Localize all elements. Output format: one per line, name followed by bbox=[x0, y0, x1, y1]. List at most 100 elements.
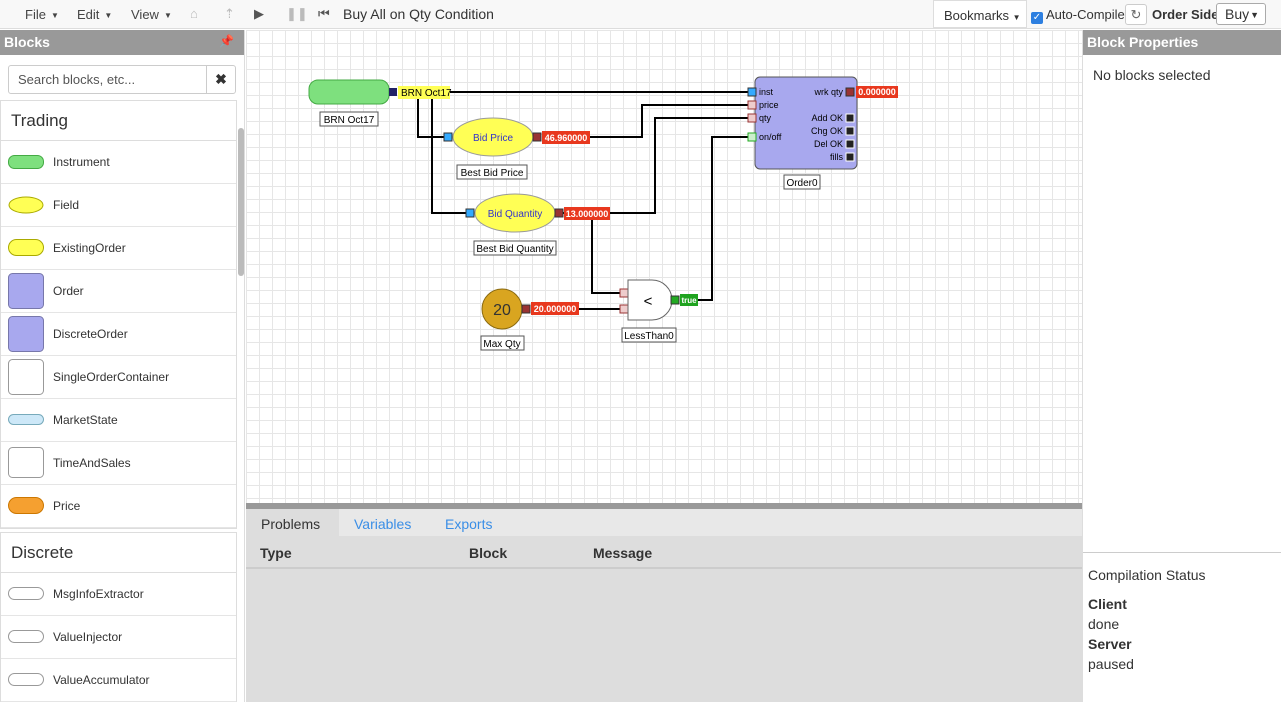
search-input[interactable]: Search blocks, etc... ✖ bbox=[8, 65, 236, 94]
order-fills-port[interactable] bbox=[845, 152, 855, 162]
order-qty-port[interactable] bbox=[747, 113, 757, 123]
block-item-timeandsales[interactable]: TimeAndSales bbox=[1, 442, 236, 485]
column-type[interactable]: Type bbox=[260, 545, 292, 561]
clear-search-button[interactable]: ✖ bbox=[206, 66, 235, 93]
instrument-icon bbox=[8, 155, 44, 169]
design-canvas[interactable]: BRN Oct17 BRN Oct17 Bid Price 46.960000 … bbox=[246, 30, 1082, 503]
pause-icon[interactable]: ❚❚ bbox=[286, 6, 308, 21]
file-menu[interactable]: File▼ bbox=[25, 7, 59, 22]
order-label: Order0 bbox=[786, 178, 818, 189]
chevron-down-icon: ▼ bbox=[1250, 10, 1259, 20]
lessthan-output-box bbox=[680, 294, 698, 306]
block-item-order[interactable]: Order bbox=[1, 270, 236, 313]
block-item-label: Field bbox=[53, 198, 80, 212]
panel-splitter[interactable] bbox=[246, 503, 1082, 509]
client-label: Client bbox=[1088, 596, 1127, 612]
no-blocks-text: No blocks selected bbox=[1093, 67, 1211, 83]
lessthan-input-port-a[interactable] bbox=[619, 288, 629, 298]
order-output-addok: Add OK bbox=[811, 113, 843, 123]
pin-icon[interactable]: 📌 bbox=[219, 34, 234, 48]
chevron-down-icon: ▼ bbox=[104, 11, 113, 21]
blocks-panel-header: Blocks 📌 bbox=[0, 30, 244, 55]
order-wrkqty-value: 0.000000 bbox=[858, 87, 896, 97]
block-item-instrument[interactable]: Instrument bbox=[1, 141, 236, 184]
category-discrete: Discrete MsgInfoExtractor ValueInjector … bbox=[0, 532, 237, 702]
bid-qty-input-port[interactable] bbox=[465, 208, 475, 218]
order-side-value: Buy bbox=[1225, 6, 1250, 22]
order-delok-port[interactable] bbox=[845, 139, 855, 149]
bid-qty-text: Bid Quantity bbox=[488, 209, 542, 220]
order-side-select[interactable]: Buy▼ bbox=[1216, 3, 1266, 25]
instrument-label: BRN Oct17 bbox=[324, 115, 375, 126]
blocks-scrollbar[interactable] bbox=[238, 128, 244, 276]
file-menu-label: File bbox=[25, 7, 46, 22]
compilation-status-title: Compilation Status bbox=[1088, 567, 1206, 583]
value-accumulator-icon bbox=[8, 673, 44, 686]
category-trading: Trading Instrument Field ExistingOrder O… bbox=[0, 100, 237, 529]
block-item-marketstate[interactable]: MarketState bbox=[1, 399, 236, 442]
order-onoff-port[interactable] bbox=[747, 132, 757, 142]
bid-price-text: Bid Price bbox=[473, 133, 513, 144]
view-menu[interactable]: View▼ bbox=[131, 7, 172, 22]
column-block[interactable]: Block bbox=[469, 545, 508, 561]
price-icon bbox=[8, 497, 44, 514]
play-icon[interactable]: ▶ bbox=[254, 6, 264, 21]
lessthan-input-port-b[interactable] bbox=[619, 304, 629, 314]
block-item-label: MsgInfoExtractor bbox=[53, 587, 144, 601]
block-item-label: Instrument bbox=[53, 155, 110, 169]
bid-price-value-box bbox=[542, 131, 590, 144]
block-item-msginfoextractor[interactable]: MsgInfoExtractor bbox=[1, 573, 236, 616]
tab-problems[interactable]: Problems bbox=[246, 509, 339, 538]
edit-menu[interactable]: Edit▼ bbox=[77, 7, 112, 22]
tab-exports[interactable]: Exports bbox=[445, 516, 493, 532]
block-item-singleordercontainer[interactable]: SingleOrderContainer bbox=[1, 356, 236, 399]
instrument-output-port[interactable] bbox=[389, 88, 397, 96]
block-item-label: DiscreteOrder bbox=[53, 327, 128, 341]
bid-price-label-box bbox=[456, 164, 528, 180]
bookmarks-label: Bookmarks bbox=[944, 8, 1010, 23]
order-output-chgok: Chg OK bbox=[811, 126, 843, 136]
auto-compile-label: Auto-Compile bbox=[1046, 7, 1125, 22]
bid-qty-output-port[interactable] bbox=[554, 208, 564, 218]
order-output-wrkqty: wrk qty bbox=[813, 87, 843, 97]
order-wrkqty-port[interactable] bbox=[845, 87, 855, 97]
tab-variables[interactable]: Variables bbox=[354, 516, 412, 532]
instrument-block[interactable] bbox=[308, 79, 390, 105]
compilation-status: Compilation Status Client done Server pa… bbox=[1083, 552, 1281, 674]
refresh-button[interactable]: ↻ bbox=[1125, 4, 1147, 25]
checkbox-checked-icon[interactable]: ✓ bbox=[1031, 12, 1043, 24]
auto-compile-toggle[interactable]: ✓Auto-Compile bbox=[1031, 7, 1125, 24]
bookmarks-button[interactable]: Bookmarks ▼ bbox=[933, 0, 1027, 28]
bid-price-label: Best Bid Price bbox=[461, 168, 524, 179]
block-item-discreteorder[interactable]: DiscreteOrder bbox=[1, 313, 236, 356]
order-inst-port[interactable] bbox=[747, 87, 757, 97]
order-price-port[interactable] bbox=[747, 100, 757, 110]
max-qty-text: 20 bbox=[493, 302, 511, 319]
client-status: done bbox=[1088, 616, 1120, 632]
order-icon bbox=[8, 273, 44, 309]
bottom-tabs: Problems Variables Exports bbox=[246, 509, 1082, 538]
block-item-label: SingleOrderContainer bbox=[53, 370, 170, 384]
time-and-sales-icon bbox=[8, 447, 44, 478]
block-item-existingorder[interactable]: ExistingOrder bbox=[1, 227, 236, 270]
order-addok-port[interactable] bbox=[845, 113, 855, 123]
block-item-price[interactable]: Price bbox=[1, 485, 236, 528]
skip-back-icon[interactable]: ⏮ bbox=[318, 6, 330, 21]
order-chgok-port[interactable] bbox=[845, 126, 855, 136]
block-item-valueaccumulator[interactable]: ValueAccumulator bbox=[1, 659, 236, 702]
max-qty-output-port[interactable] bbox=[521, 304, 531, 314]
step-up-icon[interactable]: ⇡ bbox=[224, 6, 235, 21]
block-item-label: TimeAndSales bbox=[53, 456, 131, 470]
order-block[interactable] bbox=[754, 76, 858, 170]
block-item-valueinjector[interactable]: ValueInjector bbox=[1, 616, 236, 659]
bid-price-input-port[interactable] bbox=[443, 132, 453, 142]
bid-price-output-port[interactable] bbox=[532, 132, 542, 142]
lessthan-symbol: < bbox=[644, 293, 653, 310]
lessthan-output-port[interactable] bbox=[670, 295, 680, 305]
refresh-icon: ↻ bbox=[1130, 7, 1142, 22]
home-icon[interactable]: ⌂ bbox=[190, 6, 198, 21]
order-input-qty: qty bbox=[759, 113, 772, 123]
algo-title: Buy All on Qty Condition bbox=[343, 6, 494, 22]
column-message[interactable]: Message bbox=[593, 545, 653, 561]
block-item-field[interactable]: Field bbox=[1, 184, 236, 227]
